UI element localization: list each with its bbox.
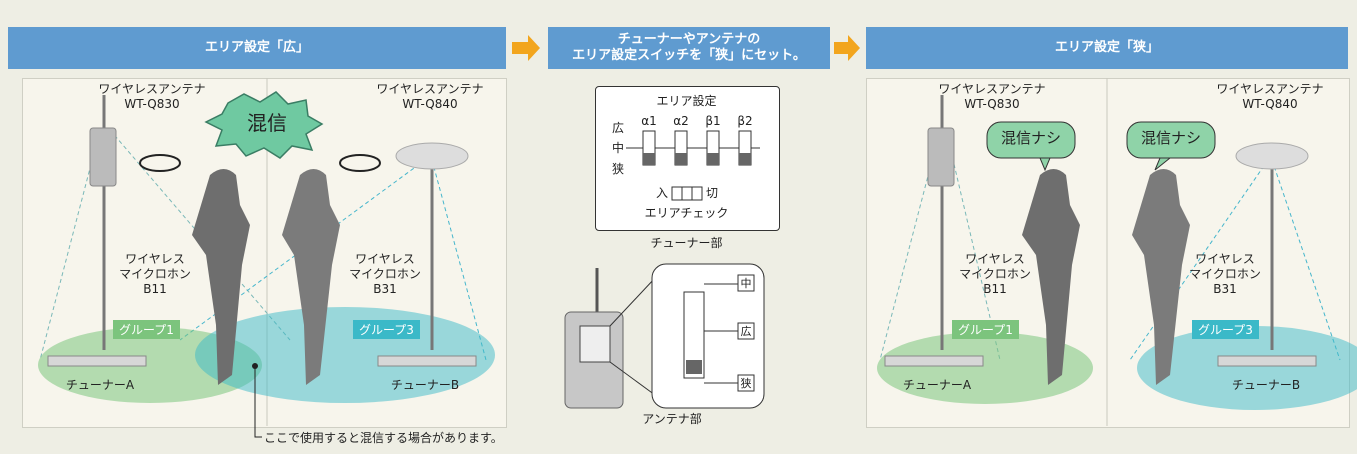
switch-off-label: 切	[705, 186, 718, 200]
group-badge-3-right: グループ3	[1192, 320, 1259, 339]
header-left: エリア設定「広」	[8, 27, 506, 69]
antenna-caption: アンテナ部	[642, 412, 702, 426]
label-tuner-a-left: チューナーA	[65, 378, 135, 392]
area-check-label: エリアチェック	[644, 206, 729, 220]
level-label: 広	[611, 121, 624, 135]
antenna-level-label: 中	[740, 277, 752, 290]
channel-label: α2	[673, 114, 689, 128]
header-right: エリア設定「狭」	[866, 27, 1348, 69]
interference-note: ここで使用すると混信する場合があります。	[264, 431, 503, 445]
label-tuner-a-right: チューナーA	[902, 378, 972, 392]
group-badge-3-left: グループ3	[353, 320, 420, 339]
antenna-level-label: 狭	[740, 377, 752, 390]
level-label: 中	[611, 141, 624, 155]
group-badge-1-left: グループ1	[113, 320, 180, 339]
label-burst: 混信	[247, 111, 287, 135]
tuner-caption: チューナー部	[650, 236, 723, 250]
group-badge-1-right: グループ1	[952, 320, 1019, 339]
antenna-level-label: 広	[740, 325, 752, 338]
level-label: 狭	[611, 162, 624, 176]
bubble-b-text: 混信ナシ	[1140, 129, 1201, 147]
area-setting-title: エリア設定	[656, 94, 717, 108]
switch-on-label: 入	[655, 186, 668, 200]
channel-label: α1	[641, 114, 657, 128]
label-tuner-b-left: チューナーB	[390, 378, 460, 392]
channel-label: β2	[737, 114, 753, 128]
header-middle: チューナーやアンテナの エリア設定スイッチを「狭」にセット。	[548, 27, 830, 69]
label-tuner-b-right: チューナーB	[1231, 378, 1301, 392]
bubble-a-text: 混信ナシ	[1000, 129, 1061, 147]
channel-label: β1	[705, 114, 721, 128]
